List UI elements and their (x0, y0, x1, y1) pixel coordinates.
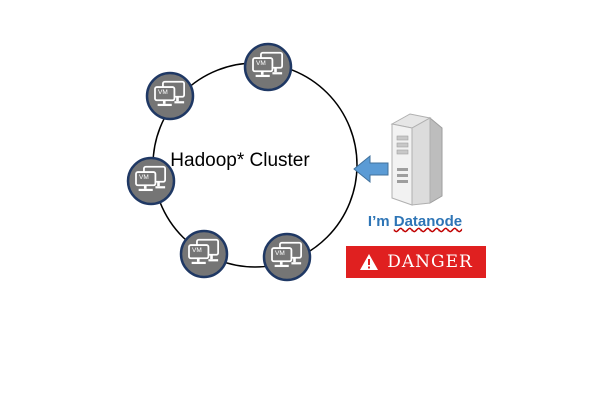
datanode-caption-prefix: I’m (367, 213, 394, 230)
vm-node[interactable]: VM (145, 71, 195, 121)
datanode-caption-word: Datanode (393, 213, 463, 230)
datanode-caption: I’m Datanode (350, 213, 480, 230)
warning-triangle-icon (360, 254, 379, 270)
arrow-left-icon (353, 154, 389, 184)
vm-label: VM (192, 247, 202, 254)
vm-node[interactable]: VM (179, 229, 229, 279)
vm-node[interactable]: VM (243, 42, 293, 92)
cluster-title: Hadoop* Cluster (170, 150, 310, 171)
vm-node[interactable]: VM (262, 232, 312, 282)
vm-label: VM (275, 250, 285, 257)
vm-label: VM (158, 89, 168, 96)
danger-badge: DANGER (346, 246, 486, 278)
danger-label: DANGER (387, 252, 473, 272)
server-icon[interactable] (390, 113, 443, 206)
vm-node[interactable]: VM (126, 156, 176, 206)
vm-label: VM (139, 174, 149, 181)
vm-label: VM (256, 60, 266, 67)
